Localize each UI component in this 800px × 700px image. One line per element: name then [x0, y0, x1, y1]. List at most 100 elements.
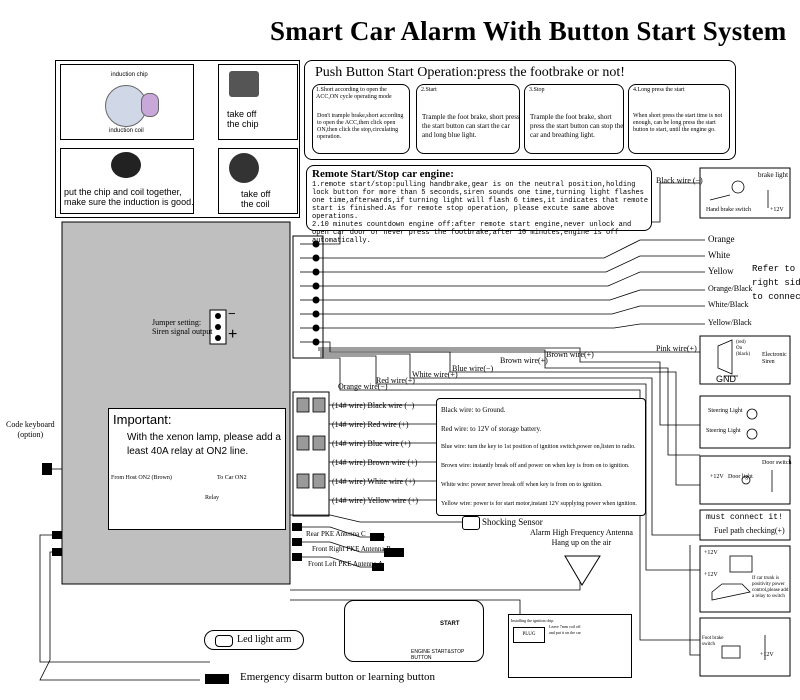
- fuel-path-label: Fuel path checking(+): [714, 526, 785, 535]
- trunk-box: [699, 545, 791, 613]
- remote-start-body: 1.remote start/stop:pulling handbrake,ge…: [312, 181, 649, 245]
- wire-brown-2-label: Brown wire(+): [500, 356, 548, 365]
- push-start-step-3: 3.Stop Trample the foot brake, short pre…: [524, 84, 624, 154]
- important-box: Important: With the xenon lamp, please a…: [108, 408, 286, 530]
- desc-brown: Brown wire: instantly break off and powe…: [441, 463, 630, 469]
- from-host-label: From Host ON2 (Brown): [111, 475, 172, 481]
- steering-light-a: Steering Light: [708, 408, 743, 414]
- desc-black: Black wire: to Ground.: [441, 406, 506, 414]
- induction-chip-label: induction chip: [111, 72, 148, 78]
- brake-light-box: [699, 167, 791, 219]
- antenna-a-bar: [372, 563, 384, 571]
- power-wire-descriptions: Black wire: to Ground. Red wire: to 12V …: [436, 398, 646, 516]
- door-12v-label: +12V: [710, 474, 724, 480]
- trunk-note: If car trunk is positivity power control…: [752, 576, 789, 599]
- desc-yellow: Yellow wire: power is for start motor,in…: [441, 501, 637, 507]
- wire-blue-label: Blue wire(−): [452, 364, 494, 373]
- refer-right-side-text: Refer to right side to connect: [752, 264, 800, 302]
- chip-install-plug: PLUG: [513, 627, 545, 643]
- wire-black-label: Black wire (−): [656, 176, 703, 185]
- brake-bulb-icon: [731, 180, 745, 194]
- important-body: With the xenon lamp, please add a least …: [127, 432, 281, 457]
- step-4-body: When short press the start time is not e…: [633, 113, 723, 133]
- door-light-icon: [741, 475, 751, 485]
- jumper-minus: −: [228, 306, 236, 321]
- important-heading: Important:: [113, 412, 172, 427]
- hand-coil-icon: [111, 152, 141, 178]
- foot-brake-switch-icon: [721, 645, 741, 659]
- chip-install-step-b: and put it on the car: [549, 630, 581, 635]
- fuel-must-label: must connect it!: [706, 513, 783, 522]
- siren-on-label: (red) On (black): [736, 340, 751, 357]
- trunk-12v-a: +12V: [704, 550, 718, 556]
- jumper-plus: +: [228, 326, 238, 343]
- power-wire-blue: (14# wire) Blue wire (+): [332, 439, 411, 448]
- shocking-sensor-icon: [462, 516, 480, 530]
- brake-12v-label: +12V: [770, 207, 784, 213]
- siren-icon: [717, 339, 733, 375]
- page-title: Smart Car Alarm With Button Start System: [270, 16, 787, 46]
- start-button-caption: ENGINE START&STOP BUTTON: [411, 649, 465, 661]
- power-wire-brown: (14# wire) Brown wire (+): [332, 458, 418, 467]
- chip-photo-icon: [229, 71, 259, 97]
- led-icon: [215, 635, 233, 647]
- trunk-12v-b: +12V: [704, 572, 718, 578]
- step-3-head: 3.Stop: [529, 87, 545, 93]
- wire-orange-label: Orange: [708, 234, 735, 244]
- brake-light-label: brake light: [758, 171, 789, 179]
- steering-bulb-b-icon: [746, 428, 758, 440]
- remote-start-panel: Remote Start/Stop car engine: 1.remote s…: [306, 165, 652, 245]
- induction-coil-label: induction coil: [109, 128, 144, 134]
- door-box: [699, 455, 791, 505]
- led-light-arm: Led light arm: [204, 630, 304, 650]
- emergency-button-body: [205, 674, 229, 684]
- wire-yellow-label: Yellow: [708, 266, 734, 276]
- take-off-coil-box: take off the coil: [218, 148, 298, 214]
- foot-brake-box: [699, 617, 791, 677]
- step-4-head: 4.Long press the start: [633, 87, 685, 93]
- step-1-head: 1.Short according to open the ACC,ON cyc…: [316, 87, 392, 100]
- relay-label: Relay: [205, 495, 219, 501]
- desc-white: White wire: power never break off when k…: [441, 482, 603, 488]
- antenna-c-bar: [370, 533, 384, 541]
- wire-orange-2-label: Orange wire(−): [338, 382, 388, 391]
- car-trunk-icon: [711, 583, 751, 601]
- take-off-chip-text: take off the chip: [227, 109, 259, 129]
- push-start-step-1: 1.Short according to open the ACC,ON cyc…: [312, 84, 410, 154]
- door-switch-label: Door switch: [762, 460, 792, 466]
- step-2-body: Trample the foot brake, short press the …: [422, 113, 520, 139]
- remote-start-heading: Remote Start/Stop car engine:: [312, 168, 454, 180]
- led-label: Led light arm: [237, 634, 292, 645]
- top-wires: [316, 182, 705, 656]
- foot-brake-12v: +12V: [760, 652, 774, 658]
- take-off-chip-box: take off the chip: [218, 64, 298, 140]
- power-wire-yellow: (14# wire) Yellow wire (+): [332, 496, 419, 505]
- wire-white-label-2: White wire(+): [412, 370, 458, 379]
- push-start-heading: Push Button Start Operation:press the fo…: [315, 65, 625, 80]
- steering-light-b: Steering Light: [706, 428, 741, 434]
- start-button-text[interactable]: START: [440, 621, 460, 627]
- chip-install-step-a: Leave 7mm coil off: [549, 624, 581, 629]
- step-2-head: 2.Start: [421, 87, 437, 93]
- start-button-panel: START ENGINE START&STOP BUTTON: [344, 600, 484, 662]
- jumper-pins: [209, 309, 227, 345]
- wire-pink-label: Pink wire(+): [656, 344, 697, 353]
- wire-orange-black-label: Orange/Black: [708, 284, 753, 293]
- chip-coil-together-box: put the chip and coil together, make sur…: [60, 148, 194, 214]
- wire-yellow-black-label: Yellow/Black: [708, 318, 752, 327]
- wire-white-label: White: [708, 250, 730, 260]
- chip-icon: [141, 93, 159, 117]
- power-connector: [292, 391, 330, 517]
- step-1-body: Don't trample brake,short according to o…: [317, 113, 404, 140]
- chip-coil-instructions: put the chip and coil together, make sur…: [64, 187, 194, 207]
- steering-box: [699, 395, 791, 449]
- siren-label: Electronic Siren: [762, 352, 787, 365]
- siren-gnd-label: GND: [716, 374, 736, 384]
- antenna-b-label: Front Right PKE Antenna B: [312, 545, 391, 553]
- chip-install-panel: Installing the ignition chip Leave 7mm c…: [508, 614, 632, 678]
- hf-antenna-label: Alarm High Frequency Antenna Hang up on …: [530, 528, 633, 547]
- hf-antenna-icon: [564, 555, 601, 586]
- door-light-label: Door light: [728, 474, 753, 480]
- wire-red-label: Red wire(+): [376, 376, 415, 385]
- jumper-label: Jumper setting: Siren signal output: [152, 318, 213, 336]
